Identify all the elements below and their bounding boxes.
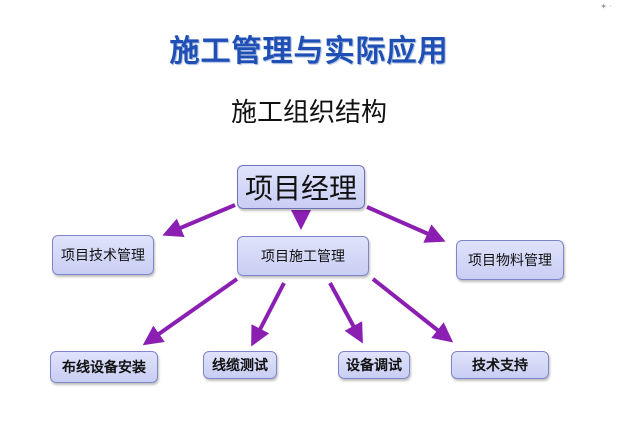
- watermark-mark: ✦ ·: [600, 2, 612, 11]
- page-title: 施工管理与实际应用: [169, 34, 449, 69]
- arrow-build-to-wire: [142, 277, 239, 346]
- node-tech-management: 项目技术管理: [52, 235, 154, 275]
- node-material-management: 项目物料管理: [456, 240, 564, 280]
- arrow-build-to-support: [371, 277, 454, 343]
- arrow-root-to-material: [366, 205, 446, 243]
- node-project-manager: 项目经理: [237, 165, 365, 209]
- arrow-root-to-tech: [162, 203, 236, 238]
- arrow-build-to-device: [328, 282, 363, 344]
- node-device-debug: 设备调试: [338, 351, 410, 379]
- node-tech-support: 技术支持: [451, 351, 549, 379]
- node-construction-management: 项目施工管理: [237, 236, 369, 276]
- arrow-build-to-cable: [251, 282, 286, 347]
- page-subtitle: 施工组织结构: [230, 98, 387, 128]
- node-cable-test: 线缆测试: [203, 351, 277, 379]
- node-cabling-install: 布线设备安装: [50, 351, 158, 383]
